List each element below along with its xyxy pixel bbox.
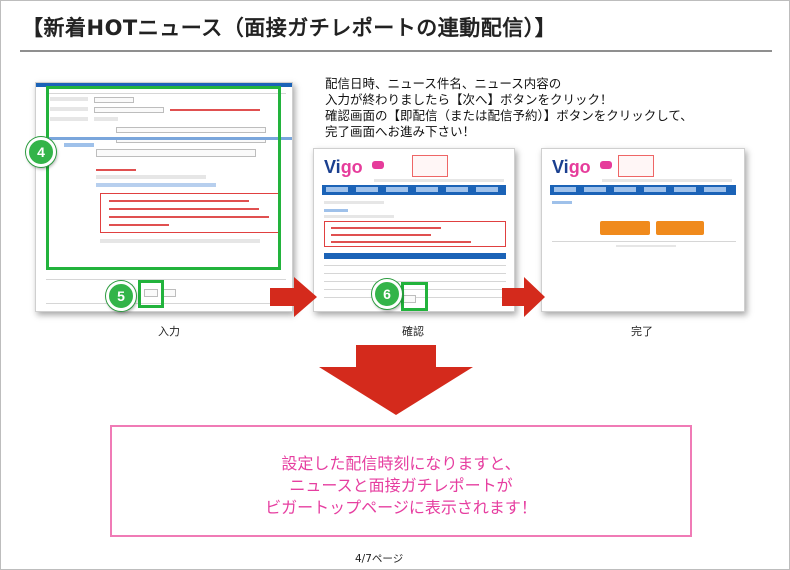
arrow-right-icon — [502, 277, 545, 317]
result-message: 設定した配信時刻になりますと、 ニュースと面接ガチレポートが ビガートップページ… — [112, 453, 690, 519]
caption-confirm: 確認 — [402, 325, 424, 338]
vigo-logo: Vigo — [552, 157, 591, 177]
confirm-screen-thumbnail: Vigo — [313, 148, 515, 312]
result-line: 設定した配信時刻になりますと、 — [281, 454, 521, 473]
result-message-box: 設定した配信時刻になりますと、 ニュースと面接ガチレポートが ビガートップページ… — [110, 425, 692, 537]
step-4-highlight — [46, 86, 281, 270]
instruction-line: 配信日時、ニュース件名、ニュース内容の — [325, 76, 562, 91]
result-line: ニュースと面接ガチレポートが — [289, 476, 513, 495]
step-4-badge: 4 — [26, 137, 56, 167]
instruction-line: 入力が終わりましたら【次へ】ボタンをクリック！ — [325, 92, 613, 107]
confirm-notice — [324, 221, 506, 247]
result-line: ビガートップページに表示されます！ — [265, 498, 537, 517]
warning-notice — [100, 193, 280, 233]
create-more-button — [656, 221, 704, 235]
step-6-badge: 6 — [372, 279, 402, 309]
title-divider — [20, 50, 772, 52]
step-5-badge: 5 — [106, 281, 136, 311]
instructions: 配信日時、ニュース件名、ニュース内容の 入力が終わりましたら【次へ】ボタンをクリ… — [325, 76, 693, 140]
nav-bar — [550, 185, 736, 195]
page-number: 4/7ページ — [355, 553, 404, 565]
input-screen-thumbnail — [35, 82, 293, 312]
vigo-logo: Vigo — [324, 157, 363, 177]
instruction-line: 完了画面へお進み下さい！ — [325, 124, 476, 139]
step-5-highlight — [138, 280, 164, 308]
nav-bar — [322, 185, 506, 195]
header-bar — [36, 83, 292, 87]
arrow-down-icon — [319, 345, 473, 415]
caption-input: 入力 — [158, 325, 180, 338]
complete-screen-thumbnail: Vigo — [541, 148, 745, 312]
slide-title: 【新着HOTニュース（面接ガチレポートの連動配信）】 — [22, 16, 557, 40]
news-list-button — [600, 221, 650, 235]
arrow-right-icon — [270, 277, 317, 317]
step-6-highlight — [401, 282, 428, 311]
instruction-line: 確認画面の【即配信（または配信予約）】ボタンをクリックして、 — [325, 108, 693, 123]
caption-done: 完了 — [631, 325, 653, 338]
